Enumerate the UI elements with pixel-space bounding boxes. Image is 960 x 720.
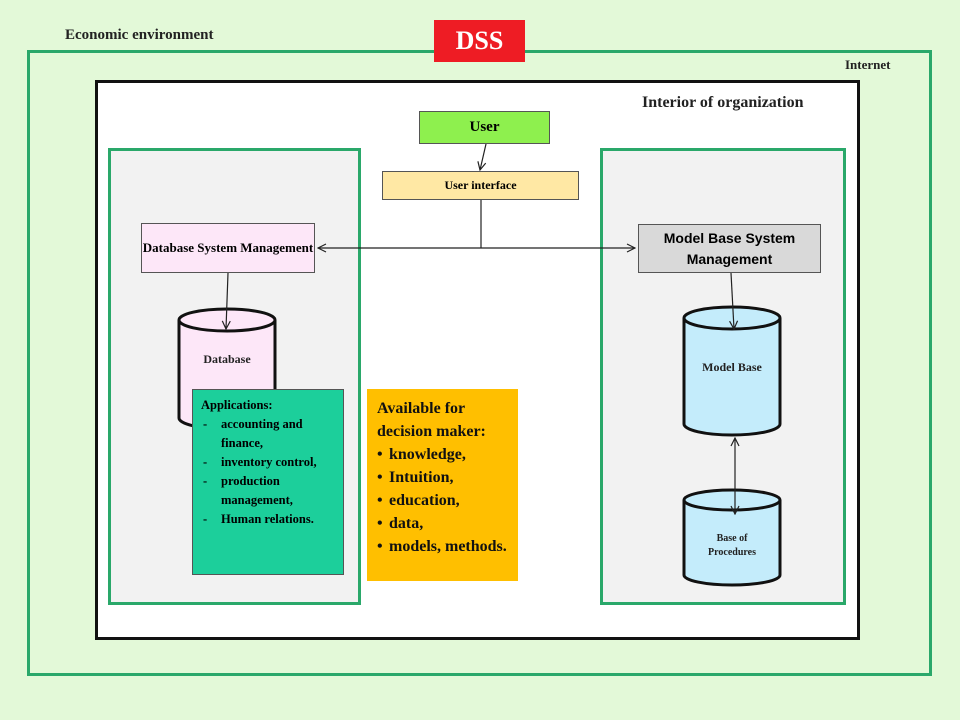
available-title: Available for decision maker: — [377, 400, 486, 440]
available-item: education, — [377, 489, 508, 512]
database-label: Database — [203, 352, 251, 366]
applications-box: Applications: accounting and finance, in… — [192, 389, 344, 575]
applications-list: accounting and finance, inventory contro… — [201, 415, 335, 529]
model-base-system-management-box: Model Base System Management — [638, 224, 821, 273]
dss-title: DSS — [434, 20, 525, 62]
available-list: knowledge, Intuition, education, data, m… — [377, 443, 508, 558]
user-interface-box: User interface — [382, 171, 579, 200]
user-box: User — [419, 111, 550, 144]
available-item: Intuition, — [377, 466, 508, 489]
economic-environment-label: Economic environment — [65, 27, 214, 43]
base-of-procedures-label: Base of Procedures — [708, 533, 756, 558]
applications-title: Applications: — [201, 398, 273, 412]
available-item: data, — [377, 512, 508, 535]
available-item: knowledge, — [377, 443, 508, 466]
database-system-management-label: Database System Management — [142, 239, 314, 255]
available-item: models, methods. — [377, 535, 508, 558]
interior-label: Interior of organization — [642, 94, 804, 111]
available-for-decision-maker-box: Available for decision maker: knowledge,… — [367, 389, 518, 581]
model-base-label: Model Base — [702, 360, 762, 374]
user-to-interface-arrow — [480, 143, 487, 170]
applications-item: accounting and finance, — [201, 415, 335, 453]
database-system-management-box: Database System Management — [141, 223, 315, 273]
mbsm-to-model-arrow — [731, 272, 734, 329]
applications-item: Human relations. — [201, 510, 335, 529]
dbsm-to-database-arrow — [226, 272, 228, 329]
applications-item: inventory control, — [201, 453, 335, 472]
applications-item: production management, — [201, 472, 335, 510]
internet-label: Internet — [845, 57, 891, 72]
